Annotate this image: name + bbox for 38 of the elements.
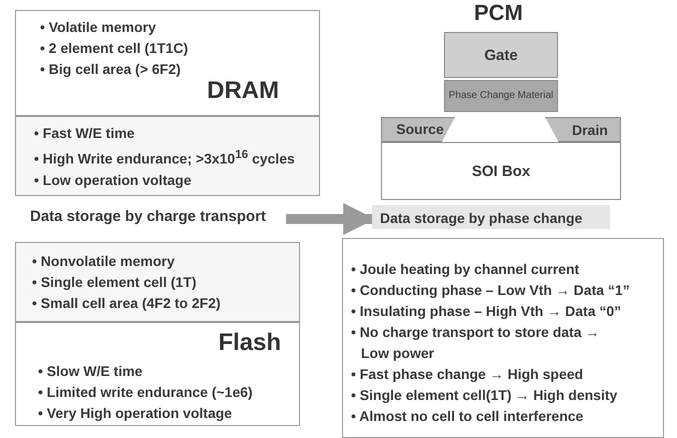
bullet-text: • Low operation voltage [34, 170, 192, 190]
memory-panel [15, 242, 300, 322]
caption-text: Data storage by phase change [380, 209, 582, 228]
bullet-text: • Very High operation voltage [38, 404, 232, 423]
bullet-text: • Limited write endurance (~1e6) [38, 383, 253, 402]
heading: Flash [218, 329, 281, 357]
bullet-text: • Almost no cell to cell interference [351, 407, 584, 426]
layer-label: Drain [572, 121, 608, 140]
layer-label: SOI Box [472, 162, 530, 182]
bullet-text: • Big cell area (> 6F2) [40, 60, 181, 79]
layer-label: Phase Change Material [448, 90, 554, 102]
gate-layer [444, 32, 558, 78]
bullet-text: • No charge transport to store data → Low power [351, 323, 600, 363]
soi-box-layer [381, 142, 621, 200]
bullet-text: • Volatile memory [40, 18, 156, 37]
bullet-text: • Fast phase change → High speed [351, 365, 584, 384]
memory-panel [15, 10, 320, 116]
memory-panel [15, 116, 320, 196]
bullet-text: • Single element cell (1T) [32, 273, 196, 292]
layer-label: Gate [484, 46, 518, 66]
phase-change-layer [444, 80, 558, 112]
bullet-text: • Single element cell(1T) → High density [351, 386, 618, 405]
bullet-text: • High Write endurance; >3x10$^{16}$ cycles [34, 147, 295, 169]
bullet-text: • 2 element cell (1T1C) [40, 39, 188, 58]
layer-label: Source [396, 120, 444, 139]
caption-text: Data storage by charge transport [30, 207, 266, 227]
bullet-text: • Nonvolatile memory [32, 252, 175, 271]
bullet-text: • Fast W/E time [34, 124, 135, 143]
caption-band [372, 205, 610, 229]
bullet-text: • Joule heating by channel current [351, 260, 580, 279]
heading: DRAM [207, 77, 279, 105]
memory-panel [15, 322, 300, 426]
bullet-text: • Insulating phase – High Vth → Data “0” [351, 302, 622, 321]
drawing-title: PCM [474, 0, 523, 26]
bullet-text: • Small cell area (4F2 to 2F2) [32, 294, 221, 313]
bullet-text: • Conducting phase – Low Vth → Data “1” [351, 281, 630, 300]
bullet-text: • Slow W/E time [38, 362, 142, 381]
feature-panel [342, 238, 664, 438]
